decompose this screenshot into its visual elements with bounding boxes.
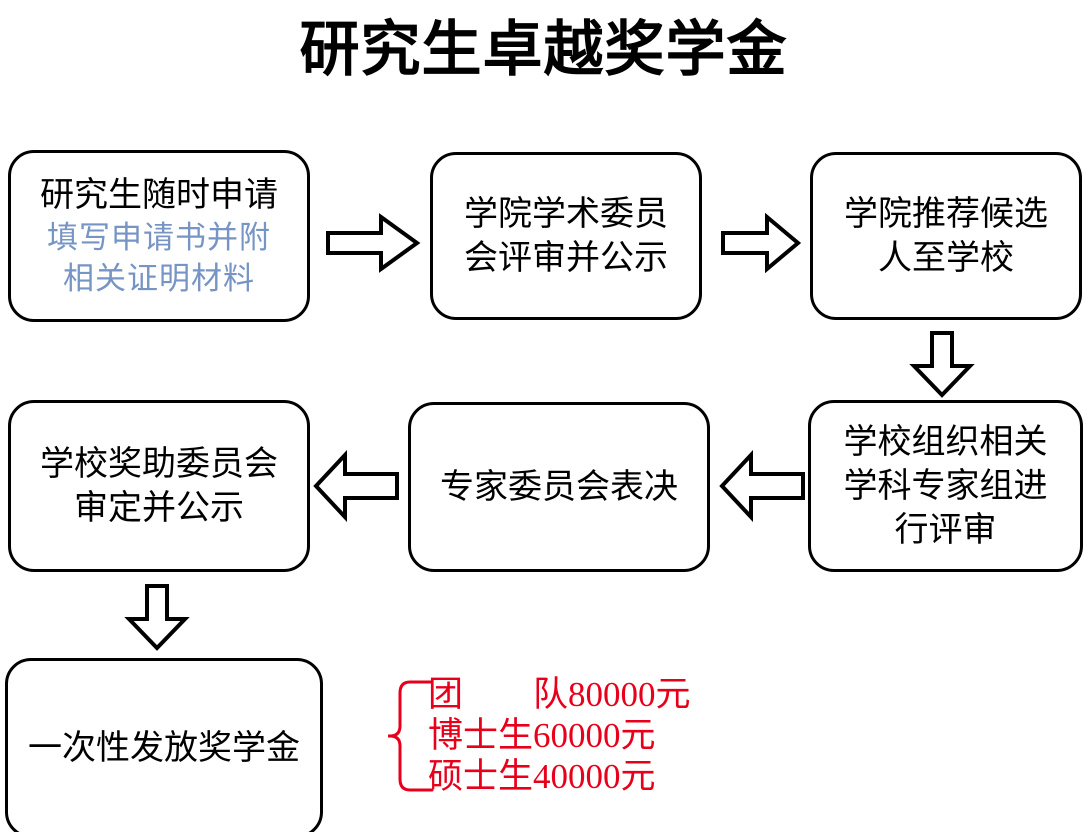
flow-node-college-review[interactable]: 学院学术委员 会评审并公示 bbox=[430, 152, 702, 320]
flow-node-expert-panel[interactable]: 学校组织相关 学科专家组进 行评审 bbox=[808, 400, 1083, 572]
flow-node-expert-panel-line-1: 学校组织相关 bbox=[843, 423, 1048, 461]
award-amount-team: 团 队80000元 bbox=[428, 675, 691, 714]
flow-node-payout[interactable]: 一次性发放奖学金 bbox=[5, 658, 323, 832]
flow-node-college-review-line-1: 学院学术委员 bbox=[464, 195, 668, 233]
arrow-down-icon bbox=[908, 330, 976, 403]
flow-node-vote[interactable]: 专家委员会表决 bbox=[408, 402, 710, 572]
flow-node-payout-line-1: 一次性发放奖学金 bbox=[28, 729, 300, 767]
flow-node-approve-line-1: 学校奖助委员会 bbox=[40, 445, 278, 483]
page-title: 研究生卓越奖学金 bbox=[299, 17, 788, 83]
flow-node-expert-panel-line-2: 学科专家组进 bbox=[843, 467, 1048, 505]
flow-node-recommend-line-1: 学院推荐候选 bbox=[844, 195, 1048, 233]
flow-node-vote-line-1: 专家委员会表决 bbox=[440, 468, 678, 506]
curly-brace-icon bbox=[388, 680, 434, 792]
flow-node-approve-line-2: 审定并公示 bbox=[74, 489, 244, 527]
arrow-left-icon bbox=[312, 449, 400, 527]
award-amount-master: 硕士生40000元 bbox=[428, 757, 656, 796]
award-amounts-list: 团 队80000元 博士生60000元 硕士生40000元 bbox=[428, 674, 691, 797]
flow-node-recommend[interactable]: 学院推荐候选 人至学校 bbox=[810, 152, 1082, 320]
arrow-left-icon bbox=[718, 449, 806, 527]
flow-node-college-review-line-2: 会评审并公示 bbox=[464, 239, 668, 277]
flow-node-apply-sub-2: 相关证明材料 bbox=[63, 261, 255, 296]
arrow-right-icon bbox=[325, 212, 421, 279]
arrow-right-icon bbox=[720, 212, 802, 279]
award-amount-phd: 博士生60000元 bbox=[428, 716, 656, 755]
award-amounts-group: 团 队80000元 博士生60000元 硕士生40000元 bbox=[388, 674, 691, 797]
flow-node-apply-sub-1: 填写申请书并附 bbox=[47, 220, 271, 255]
flow-node-apply-line-1: 研究生随时申请 bbox=[40, 176, 278, 214]
flow-node-recommend-line-2: 人至学校 bbox=[878, 239, 1014, 277]
flow-node-apply[interactable]: 研究生随时申请 填写申请书并附 相关证明材料 bbox=[8, 150, 310, 322]
flow-node-approve[interactable]: 学校奖助委员会 审定并公示 bbox=[8, 400, 310, 572]
flow-node-expert-panel-line-3: 行评审 bbox=[894, 511, 997, 549]
arrow-down-icon bbox=[123, 583, 191, 656]
